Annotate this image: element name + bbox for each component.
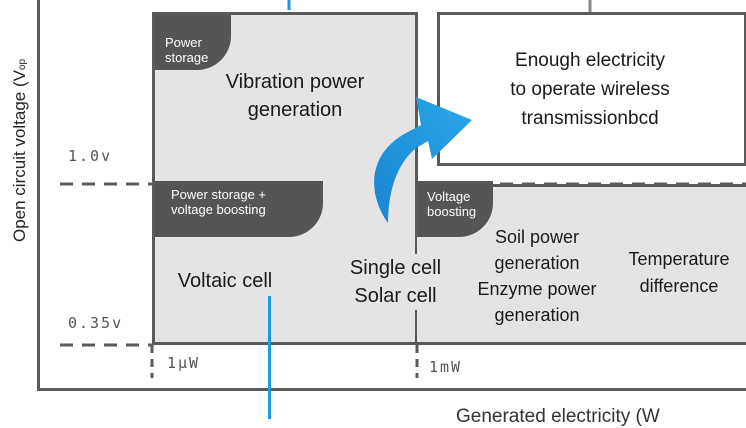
x-axis-label: Generated electricity (W <box>456 406 660 428</box>
tick-1mw: 1mW <box>429 358 463 376</box>
tag-power-storage-boost: Power storage + voltage boosting <box>155 181 323 237</box>
tag-voltage-boosting: Voltage boosting <box>417 181 493 237</box>
title-target: Enough electricity to operate wireless t… <box>510 50 670 129</box>
curved-arrow-icon <box>374 97 472 223</box>
title-soil-enzyme: Soil power generation Enzyme power gener… <box>477 227 597 325</box>
title-single-solar: Single cell Solar cell <box>333 254 458 310</box>
tag-power-storage-boost-text: Power storage + voltage boosting <box>171 187 267 217</box>
tick-035v: 0.35v <box>68 314 124 332</box>
blue-line-bottom <box>268 296 271 419</box>
tick-1v: 1.0v <box>68 147 113 165</box>
region-target <box>437 12 746 166</box>
title-temperature: Temperature difference <box>628 249 730 296</box>
tag-voltage-boosting-text: Voltage boosting <box>427 189 477 219</box>
x-axis-label-text: Generated electricity (W <box>456 406 660 427</box>
title-voltaic: Voltaic cell <box>177 270 273 292</box>
title-vibration: Vibration power generation <box>225 71 365 121</box>
axes-frame <box>37 0 746 391</box>
tag-power-storage-text: Power storage <box>165 35 209 65</box>
tick-1uw: 1μW <box>167 354 201 372</box>
tag-power-storage: Power storage <box>155 15 231 70</box>
